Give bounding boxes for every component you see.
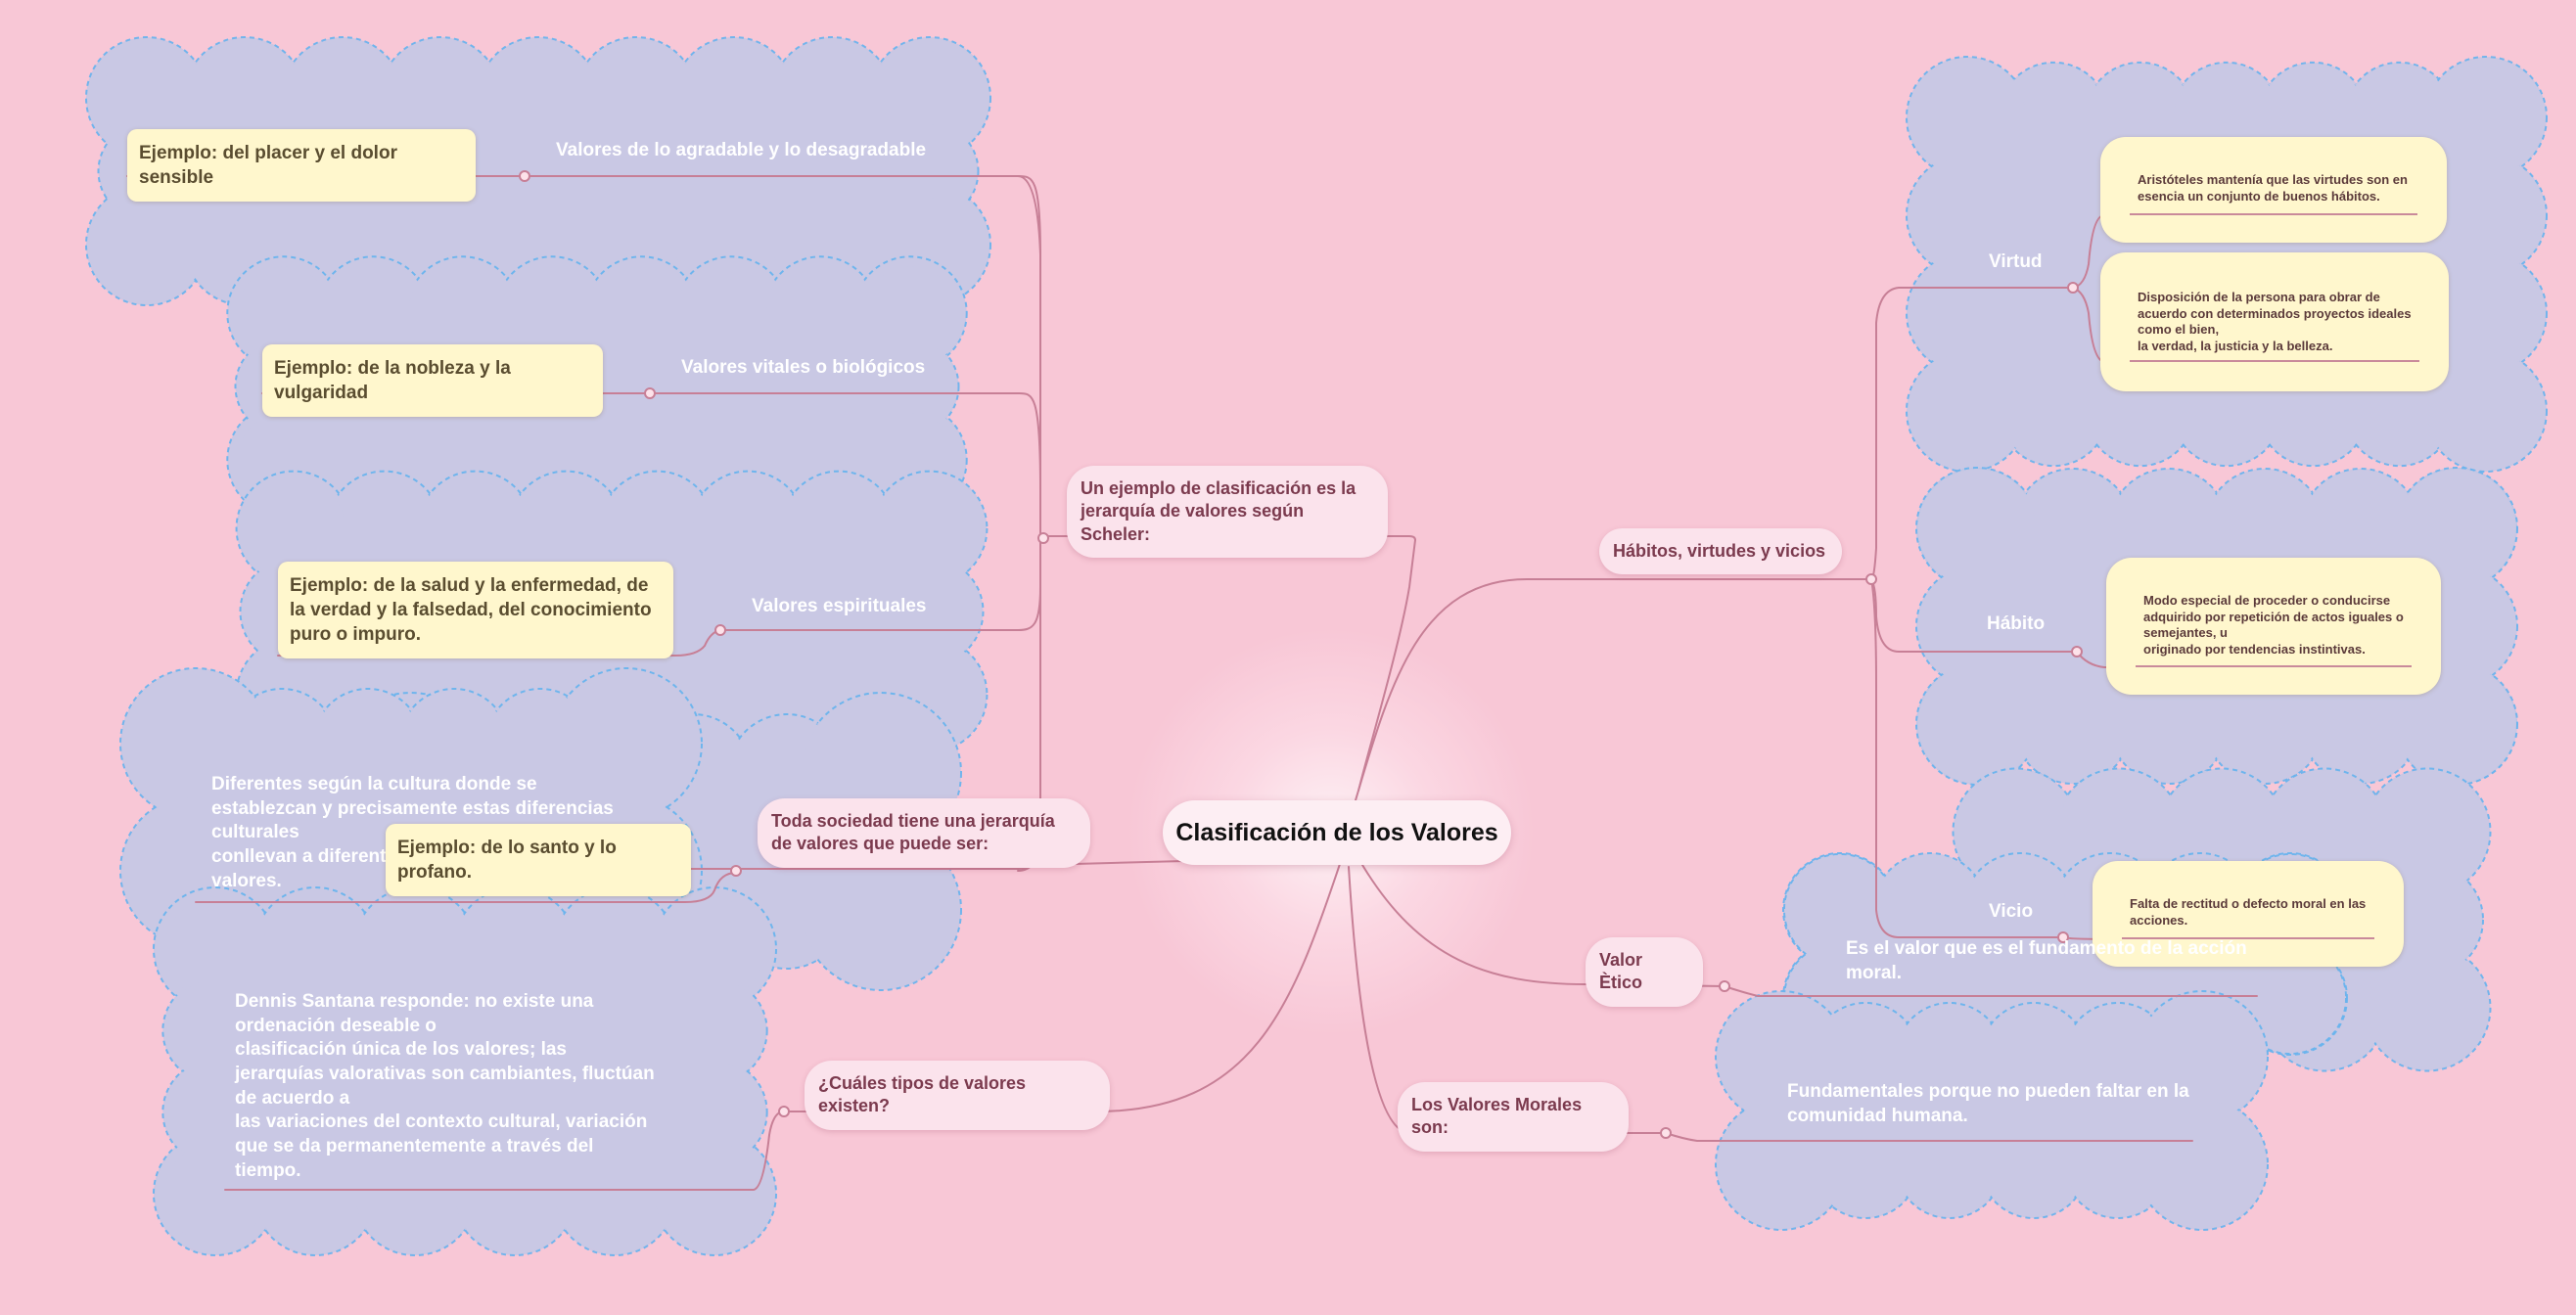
central-topic[interactable]: Clasificación de los Valores (1163, 800, 1511, 865)
cloud-tipos (153, 886, 777, 1256)
connector-central-scheler (1043, 535, 1417, 792)
topic-scheler[interactable]: Un ejemplo de clasificación es la jerarq… (1067, 466, 1388, 559)
label-virtud[interactable]: Virtud (1989, 251, 2043, 272)
node-dot (2071, 646, 2083, 658)
node-dot (730, 865, 742, 877)
sociedad-detail[interactable]: Diferentes según la cultura donde se est… (211, 774, 614, 891)
example-nobleza[interactable]: Ejemplo: de la nobleza y la vulgaridad (262, 344, 603, 418)
node-dot (778, 1106, 790, 1117)
connector-scheler-v2 (261, 391, 1041, 490)
connector-etico-child (1724, 985, 2258, 997)
note-habito[interactable]: Modo especial de proceder o conducirse a… (2106, 558, 2441, 695)
note-vicio[interactable]: Falta de rectitud o defecto moral en las… (2093, 861, 2404, 967)
connector-morales-child (1665, 1132, 2193, 1142)
note-underline (2136, 665, 2412, 667)
note-virtud-disposicion[interactable]: Disposición de la persona para obrar de … (2100, 252, 2449, 391)
connector-habitos-habito (1870, 578, 2078, 653)
node-dot (1037, 532, 1049, 544)
node-dot (1719, 980, 1730, 992)
node-dot (2067, 282, 2079, 294)
node-dot (644, 387, 656, 399)
connector-tipos-child (224, 1111, 785, 1191)
node-dot (1660, 1127, 1672, 1139)
connector-central-tipos (783, 860, 1342, 1112)
note-underline (2130, 213, 2417, 215)
etico-detail[interactable]: Es el valor que es el fundamento de la a… (1846, 938, 2247, 983)
note-underline (2122, 937, 2374, 939)
topic-sociedad[interactable]: Toda sociedad tiene una jerarquía de val… (758, 798, 1090, 868)
label-vicio[interactable]: Vicio (1989, 901, 2034, 922)
connector-virtud-note2 (2072, 287, 2420, 363)
connector-central-habitos (1355, 578, 1868, 801)
connector-habitos-virtud (1870, 287, 2074, 580)
note-text: Disposición de la persona para obrar de … (2138, 290, 2412, 353)
label-habito[interactable]: Hábito (1987, 613, 2046, 634)
value-label-agradable[interactable]: Valores de lo agradable y lo desagradabl… (556, 140, 927, 160)
example-santo-profano[interactable]: Ejemplo: de lo santo y lo profano. (386, 824, 691, 897)
note-virtud-aristoteles[interactable]: Aristóteles mantenía que las virtudes so… (2100, 137, 2447, 243)
connector-sociedad-child (195, 872, 737, 903)
value-label-vitales[interactable]: Valores vitales o biológicos (681, 357, 926, 378)
topic-valor-etico[interactable]: Valor Ètico (1586, 937, 1703, 1007)
morales-detail[interactable]: Fundamentales porque no pueden faltar en… (1787, 1081, 2189, 1126)
connector-habitos-vicio (1870, 578, 2064, 938)
connector-scheler-v1 (126, 175, 1041, 255)
connector-scheler-v3 (277, 586, 1041, 657)
node-dot (1865, 573, 1877, 585)
topic-habitos[interactable]: Hábitos, virtudes y vicios (1599, 528, 1842, 575)
note-text: Modo especial de proceder o conducirse a… (2143, 593, 2404, 657)
node-dot (2057, 931, 2069, 943)
example-placer-dolor[interactable]: Ejemplo: del placer y el dolor sensible (127, 129, 476, 203)
cloud-morales (1715, 990, 2269, 1231)
connector-scheler-bracket (1017, 175, 1045, 872)
connector-virtud-note1 (2072, 214, 2418, 289)
note-text: Aristóteles mantenía que las virtudes so… (2138, 172, 2408, 204)
topic-valores-morales[interactable]: Los Valores Morales son: (1398, 1082, 1629, 1152)
value-label-espirituales[interactable]: Valores espirituales (752, 596, 927, 616)
tipos-detail[interactable]: Dennis Santana responde: no existe una o… (235, 991, 655, 1181)
note-text: Falta de rectitud o defecto moral en las… (2130, 896, 2367, 928)
topic-tipos[interactable]: ¿Cuáles tipos de valores existen? (805, 1061, 1110, 1130)
cloud-agradable (85, 36, 991, 306)
example-salud[interactable]: Ejemplo: de la salud y la enfermedad, de… (278, 562, 673, 659)
node-dot (519, 170, 530, 182)
note-underline (2130, 360, 2419, 362)
connector-central-etico (1361, 864, 1725, 987)
node-dot (714, 624, 726, 636)
